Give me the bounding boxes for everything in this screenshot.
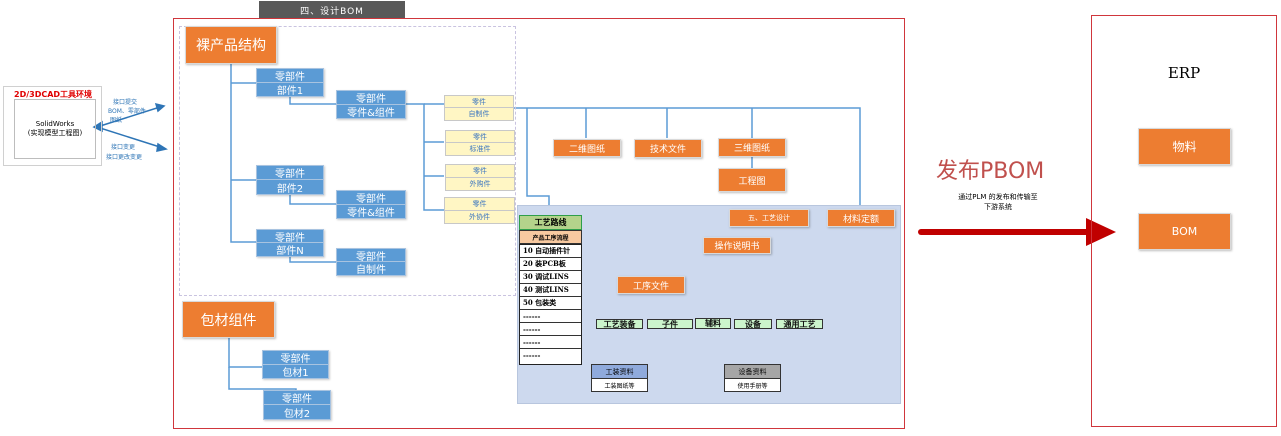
route-subheader: 产品工序流程 — [519, 230, 582, 244]
route-table: 10 自动插件针 20 装PCB板 30 调试LINS 40 测试LINS 50… — [519, 244, 582, 365]
drawing-2d[interactable]: 二维图纸 — [553, 139, 621, 157]
route-row[interactable]: ------ — [520, 310, 581, 323]
subcomponent-node[interactable]: 零部件零件&组件 — [336, 190, 406, 219]
material-quota[interactable]: 材料定额 — [827, 209, 895, 227]
packaging-title[interactable]: 包材组件 — [182, 301, 275, 338]
subcomponent-node[interactable]: 零部件自制件 — [336, 248, 406, 276]
bare-product-title[interactable]: 裸产品结构 — [185, 26, 277, 64]
process-design-title[interactable]: 五、工艺设计 — [729, 209, 809, 227]
component-node[interactable]: 零部件部件N — [256, 229, 324, 257]
drawing-3d[interactable]: 三维图纸 — [718, 138, 786, 157]
part-node[interactable]: 零件标准件 — [445, 130, 515, 156]
resource-equipment[interactable]: 设备 — [734, 319, 772, 329]
erp-bom[interactable]: BOM — [1138, 213, 1231, 250]
route-row[interactable]: 50 包装类 — [520, 297, 581, 310]
design-bom-frame — [173, 18, 905, 429]
route-row[interactable]: 20 装PCB板 — [520, 258, 581, 271]
release-desc: 通过PLM 的发布和传输至 下游系统 — [958, 193, 1038, 211]
component-node[interactable]: 零部件部件1 — [256, 68, 324, 97]
section-title-tab: 四、设计BOM — [259, 1, 405, 19]
route-row[interactable]: ------ — [520, 323, 581, 336]
route-row[interactable]: 30 调试LINS — [520, 271, 581, 284]
engineering-drawing[interactable]: 工程图 — [718, 168, 786, 192]
route-row[interactable]: ------ — [520, 336, 581, 349]
tooling-doc[interactable]: 工装资料 工装图纸等 — [591, 364, 648, 392]
route-header[interactable]: 工艺路线 — [519, 215, 582, 230]
section-title: 四、设计BOM — [300, 6, 364, 17]
resource-subpart[interactable]: 子件 — [647, 319, 693, 329]
process-file[interactable]: 工序文件 — [617, 276, 685, 294]
packaging-node[interactable]: 零部件包材2 — [263, 390, 331, 420]
resource-auxiliary[interactable]: 辅料 — [695, 318, 731, 329]
route-row[interactable]: 10 自动插件针 — [520, 245, 581, 258]
part-node[interactable]: 零件自制件 — [444, 95, 514, 121]
resource-general-process[interactable]: 通用工艺 — [776, 319, 823, 329]
part-node[interactable]: 零件外协件 — [444, 197, 515, 224]
equipment-doc[interactable]: 设备资料 使用手册等 — [724, 364, 781, 392]
subcomponent-node[interactable]: 零部件零件&组件 — [336, 90, 406, 119]
cad-change-label: 接口变更 接口更改变更 — [106, 144, 143, 161]
cad-env-title: 2D/3DCAD工具环境 — [14, 90, 93, 99]
part-node[interactable]: 零件外购件 — [445, 164, 515, 191]
erp-title: ERP — [1167, 64, 1201, 82]
route-row[interactable]: ------ — [523, 351, 541, 360]
operation-manual[interactable]: 操作说明书 — [703, 237, 771, 254]
cad-tool-name: SolidWorks — [35, 120, 75, 128]
erp-frame — [1091, 15, 1277, 427]
resource-tooling[interactable]: 工艺装备 — [596, 319, 643, 329]
cad-tool-box: SolidWorks (实现模型工程图) — [14, 99, 96, 159]
bare-product-frame — [179, 26, 516, 296]
cad-env-frame: 2D/3DCAD工具环境 SolidWorks (实现模型工程图) — [3, 86, 102, 166]
erp-material[interactable]: 物料 — [1138, 128, 1231, 165]
cad-tool-desc: (实现模型工程图) — [27, 129, 83, 137]
release-title: 发布PBOM — [936, 159, 1045, 184]
packaging-node[interactable]: 零部件包材1 — [262, 350, 329, 379]
route-row[interactable]: 40 测试LINS — [520, 284, 581, 297]
tech-doc[interactable]: 技术文件 — [634, 139, 702, 158]
cad-submit-label: 接口提交 BOM、零部件 图纸 — [108, 99, 146, 124]
component-node[interactable]: 零部件部件2 — [256, 165, 324, 195]
